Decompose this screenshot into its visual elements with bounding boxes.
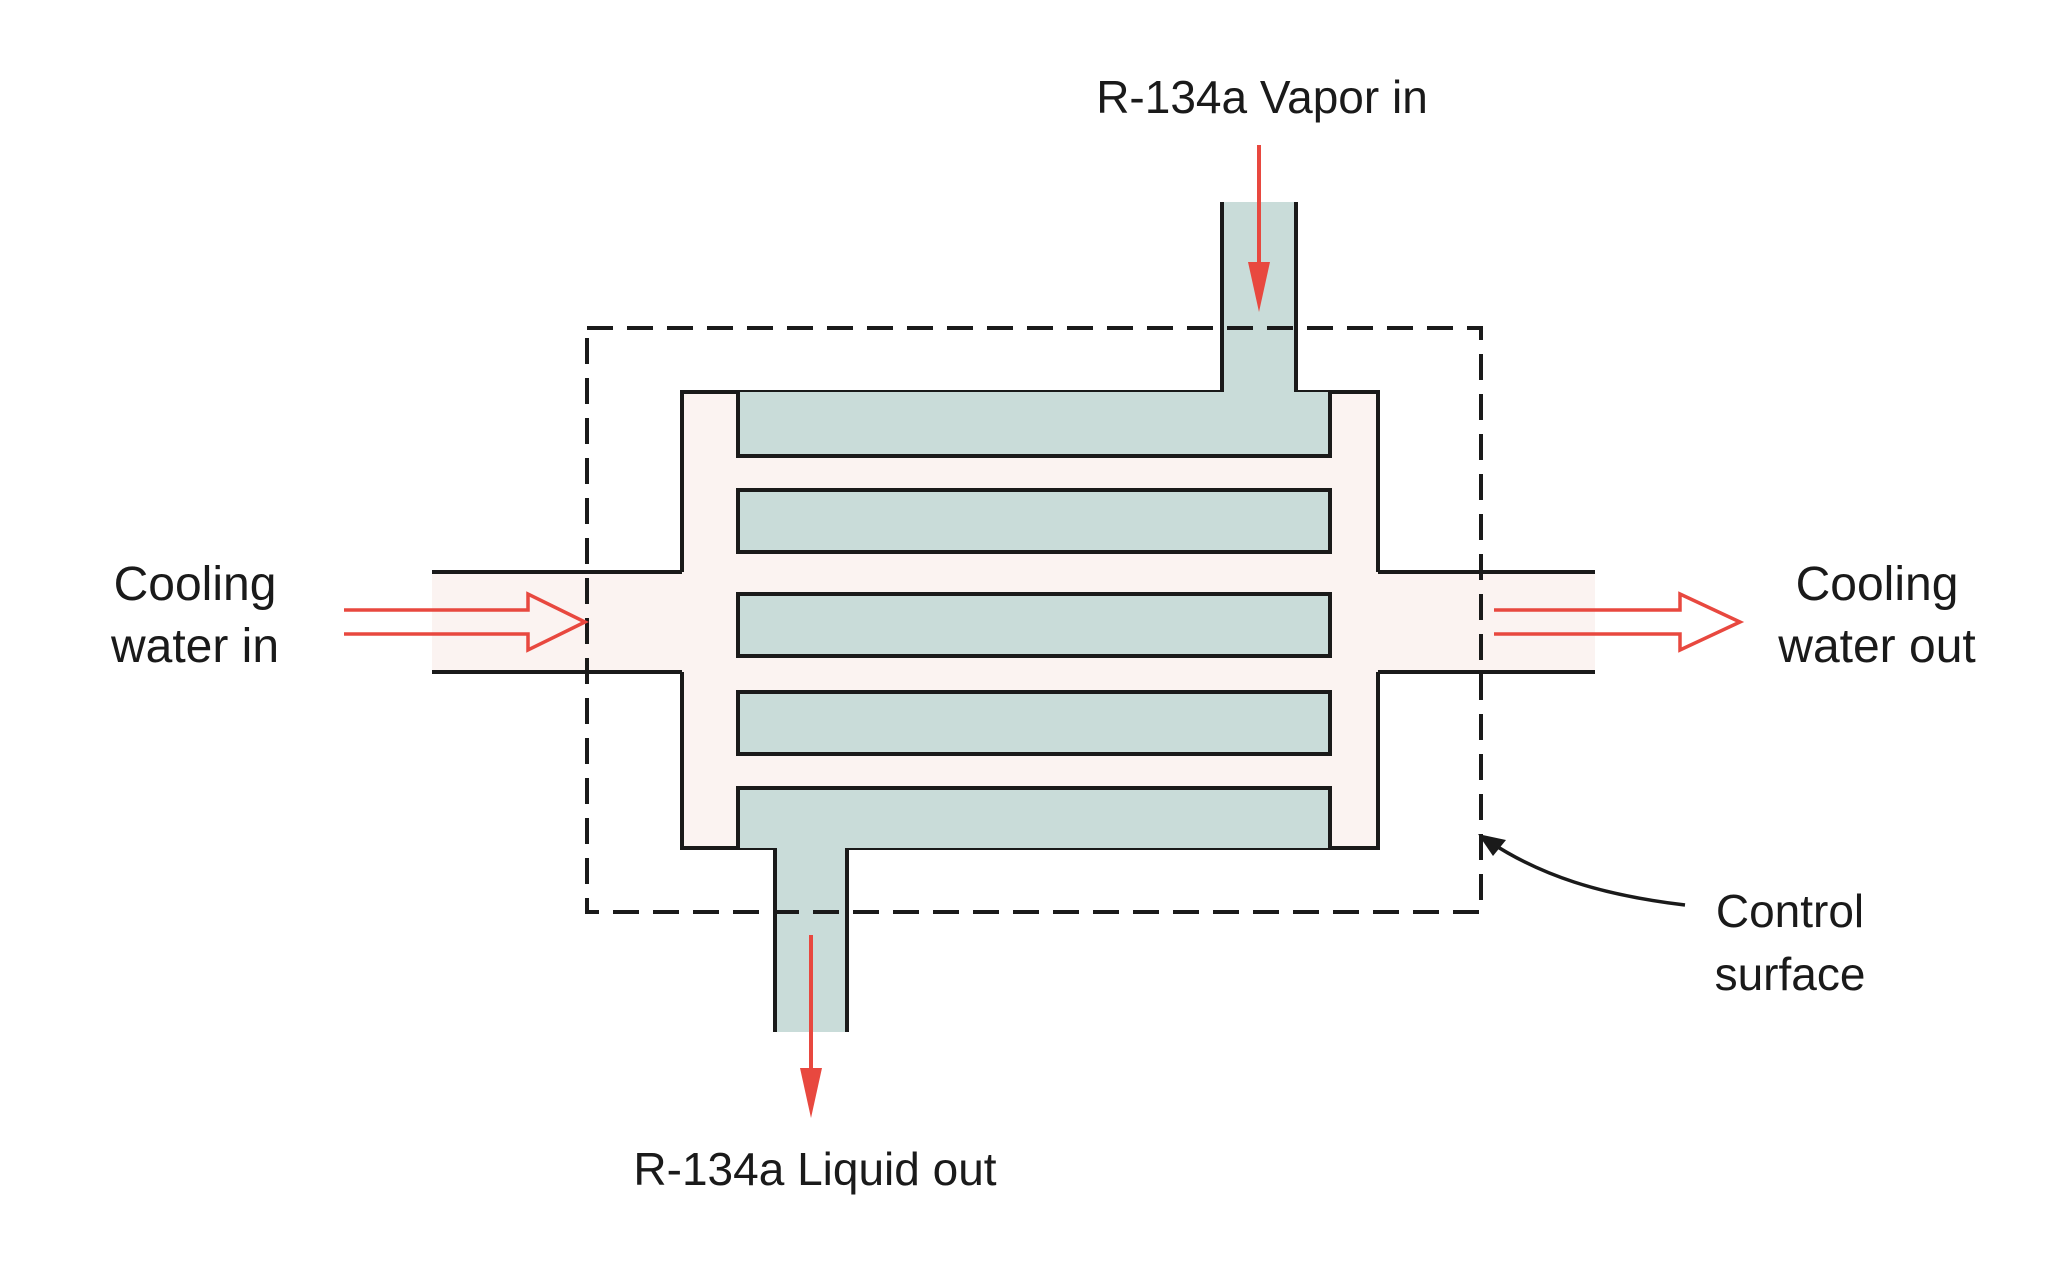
control-surface-label-line1: Control [1716,885,1864,937]
refrigerant-tube-5-outline [736,786,1332,848]
control-surface-label-line2: surface [1715,948,1866,1000]
control-surface-leader-arrowhead [1478,834,1506,856]
refrigerant-tube-3 [736,592,1332,658]
water-out-label-line2: water out [1777,620,1975,673]
vapor-in-arrow-head [1248,262,1270,312]
water-out-label-line1: Cooling [1796,558,1959,611]
water-in-label-line2: water in [110,620,279,673]
water-out-arrow [1494,591,1745,653]
control-surface-boundary [585,326,1483,914]
refrigerant-tube-5 [738,788,1330,848]
water-in-label-line1: Cooling [114,558,277,611]
water-in-arrow [344,591,589,653]
control-surface-leader-line [1489,840,1686,907]
refrigerant-tube-1 [738,392,1330,456]
refrigerant-tube-4 [736,690,1332,756]
vapor-in-label: R-134a Vapor in [1096,71,1428,123]
refrigerant-tube-1-outline [736,392,1332,458]
liquid-out-label: R-134a Liquid out [633,1143,996,1195]
refrigerant-tube-2 [736,488,1332,554]
liquid-out-arrow-head [800,1068,822,1118]
